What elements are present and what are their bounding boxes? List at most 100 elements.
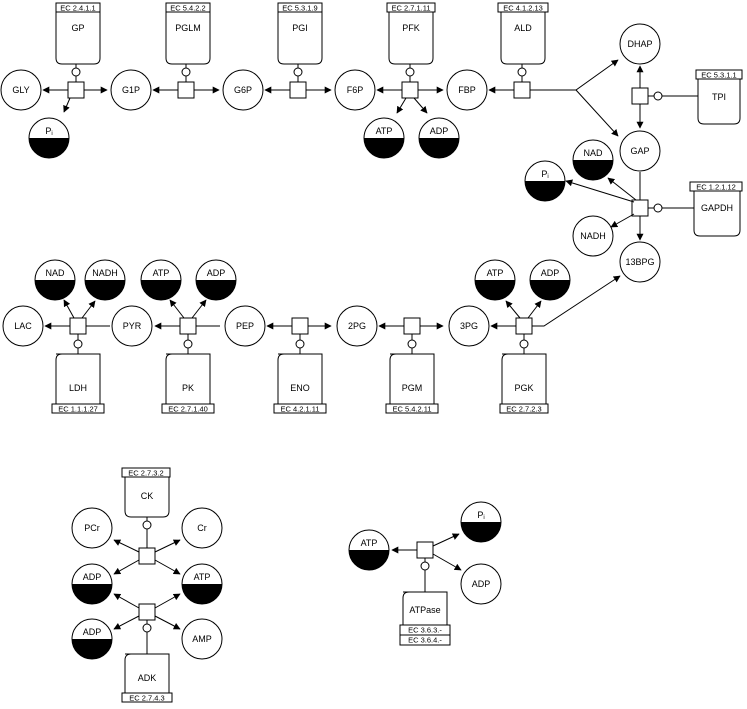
reaction-box-pglm[interactable] [177,81,195,99]
svg-text:PCr: PCr [84,523,100,533]
metabolite-13bpg[interactable]: 13BPG [619,241,661,283]
metabolite-3pg[interactable]: 3PG [448,305,490,347]
metabolite-adp-pfk[interactable]: ADP [418,117,460,159]
metabolite-gly[interactable]: GLY [0,69,42,111]
metabolite-atp-pgk[interactable]: ATP [474,259,516,301]
reaction-box-ck[interactable] [138,547,156,565]
enzyme-pfk[interactable]: EC 2.7.1.11 PFK [386,2,436,65]
metabolite-nad-gapdh[interactable]: NAD [572,139,614,181]
enzyme-tpi[interactable]: EC 5.3.1.1 TPI [695,69,743,125]
enzyme-gapdh[interactable]: EC 1.2.1.12 GAPDH [689,181,743,237]
modifier-circle [653,203,663,213]
modifier-circle [293,67,303,77]
enzyme-pgm[interactable]: PGM EC 5.4.2.11 [385,334,439,414]
reaction-box-atpase[interactable] [416,541,434,559]
metabolite-nadh-ldh[interactable]: NADH [84,259,126,301]
svg-text:PGK: PGK [514,383,533,393]
svg-text:EC 5.3.1.1: EC 5.3.1.1 [701,71,736,80]
metabolite-2pg[interactable]: 2PG [336,305,378,347]
reaction-box-eno[interactable] [291,317,309,335]
metabolite-nadh-gapdh[interactable]: NADH [572,215,614,257]
svg-text:ATP: ATP [376,126,393,136]
metabolite-cr[interactable]: Cr [181,507,223,549]
metabolite-amp[interactable]: AMP [181,618,223,660]
reaction-box-pgm[interactable] [403,317,421,335]
svg-text:G6P: G6P [234,85,252,95]
reaction-box-gp[interactable] [67,81,85,99]
enzyme-ck[interactable]: EC 2.7.3.2 CK [121,467,171,518]
metabolite-gap[interactable]: GAP [619,130,661,172]
reaction-box-pgi[interactable] [289,81,307,99]
metabolite-pcr[interactable]: PCr [71,507,113,549]
svg-text:EC 3.6.4.-: EC 3.6.4.- [408,636,442,645]
metabolite-pi-gapdh[interactable]: Pi [524,160,566,202]
svg-text:EC 2.7.4.3: EC 2.7.4.3 [129,694,164,703]
enzyme-ald[interactable]: EC 4.1.2.13 ALD [497,2,549,65]
svg-text:Pi: Pi [541,169,548,180]
metabolite-atp-ck[interactable]: ATP [181,563,223,605]
metabolite-pep[interactable]: PEP [224,305,266,347]
svg-text:G1P: G1P [122,85,140,95]
reaction-box-gapdh[interactable] [631,199,649,217]
metabolite-pyr[interactable]: PYR [111,305,153,347]
metabolite-lac[interactable]: LAC [2,305,44,347]
metabolite-nad-ldh[interactable]: NAD [34,259,76,301]
svg-text:ATP: ATP [487,268,504,278]
svg-text:EC 1.1.1.27: EC 1.1.1.27 [58,405,98,414]
svg-text:ADP: ADP [83,627,102,637]
metabolite-pi-gp[interactable]: Pi [28,117,70,159]
enzyme-pgk[interactable]: PGK EC 2.7.2.3 [499,334,549,414]
svg-text:EC 2.7.3.2: EC 2.7.3.2 [128,469,163,478]
svg-text:PK: PK [182,383,194,393]
metabolite-adp-atpase[interactable]: ADP [460,563,502,605]
enzyme-atpase[interactable]: ATPase EC 3.6.3.- EC 3.6.4.- [399,591,451,646]
svg-text:LAC: LAC [14,321,32,331]
svg-text:ADP: ADP [207,268,226,278]
reaction-box-pfk[interactable] [401,81,419,99]
metabolite-atp-pk[interactable]: ATP [140,259,182,301]
metabolite-g1p[interactable]: G1P [110,69,152,111]
svg-text:ATPase: ATPase [409,605,440,615]
svg-text:F6P: F6P [347,85,364,95]
metabolite-adp-ck[interactable]: ADP [71,563,113,605]
svg-text:NAD: NAD [45,268,65,278]
enzyme-pk[interactable]: PK EC 2.7.1.40 [161,334,215,414]
svg-text:ADP: ADP [430,126,449,136]
metabolite-adp-pk[interactable]: ADP [195,259,237,301]
reaction-box-ldh[interactable] [69,317,87,335]
metabolite-adp-pgk[interactable]: ADP [529,259,571,301]
reaction-box-ald[interactable] [513,81,531,99]
svg-text:NADH: NADH [92,268,118,278]
svg-text:EC 4.1.2.13: EC 4.1.2.13 [503,4,543,13]
svg-text:EC 5.4.2.2: EC 5.4.2.2 [170,4,205,13]
enzyme-gp[interactable]: EC 2.4.1.1 GP [55,2,101,65]
metabolite-f6p[interactable]: F6P [334,69,376,111]
reaction-box-tpi[interactable] [631,87,649,105]
svg-text:ATP: ATP [194,572,211,582]
enzyme-ldh[interactable]: LDH EC 1.1.1.27 [51,334,105,414]
reaction-box-pk[interactable] [179,317,197,335]
svg-text:ADP: ADP [541,268,560,278]
reaction-box-pgk[interactable] [515,317,533,335]
metabolite-atp-pfk[interactable]: ATP [363,117,405,159]
svg-text:EC 2.4.1.1: EC 2.4.1.1 [60,4,95,13]
svg-text:GAPDH: GAPDH [701,203,733,213]
svg-text:2PG: 2PG [348,321,366,331]
metabolite-atp-atpase[interactable]: ATP [348,529,390,571]
svg-text:FBP: FBP [458,85,476,95]
metabolite-dhap[interactable]: DHAP [619,23,661,65]
metabolite-fbp[interactable]: FBP [446,69,488,111]
metabolite-g6p[interactable]: G6P [222,69,264,111]
metabolite-pi-atpase[interactable]: Pi [460,501,502,543]
svg-text:EC 1.2.1.12: EC 1.2.1.12 [696,183,736,192]
svg-text:AMP: AMP [192,634,212,644]
metabolite-adp-adk[interactable]: ADP [71,618,113,660]
enzyme-pglm[interactable]: EC 5.4.2.2 PGLM [165,2,211,65]
modifier-circle [517,67,527,77]
enzyme-pgi[interactable]: EC 5.3.1.9 PGI [277,2,323,65]
reaction-box-adk[interactable] [138,603,156,621]
enzyme-adk[interactable]: ADK EC 2.7.4.3 [121,653,173,703]
svg-text:PGI: PGI [292,23,308,33]
enzyme-eno[interactable]: ENO EC 4.2.1.11 [273,334,327,414]
